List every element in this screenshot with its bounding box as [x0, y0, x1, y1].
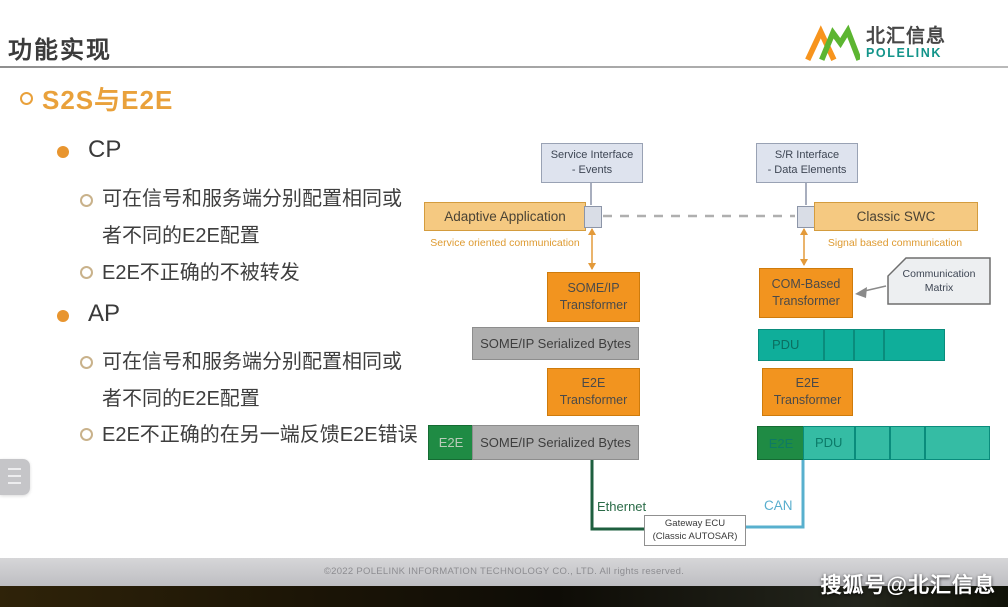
someip-serialized-bar: SOME/IP Serialized Bytes	[472, 327, 639, 360]
bullet-ap-label: AP	[88, 300, 121, 327]
classic-swc-box: Classic SWC	[814, 202, 978, 231]
bullet-item: E2E不正确的在另一端反馈E2E错误	[102, 424, 418, 446]
sub-bullet-icon	[80, 194, 93, 207]
com-transformer-box: COM-Based Transformer	[759, 268, 853, 318]
mountain-logo-icon	[805, 24, 860, 62]
pdu-bar: PDU	[758, 329, 945, 361]
bullet-item: E2E不正确的不被转发	[102, 262, 300, 284]
sr-interface-box: S/R Interface - Data Elements	[756, 143, 858, 183]
pdu-bar: PDU	[803, 426, 990, 460]
player-list-tab[interactable]	[0, 459, 30, 495]
pdu-label: PDU	[815, 435, 843, 450]
gateway-ecu-box: Gateway ECU (Classic AUTOSAR)	[644, 515, 746, 546]
service-interface-box: Service Interface - Events	[541, 143, 643, 183]
copyright-text: ©2022 POLELINK INFORMATION TECHNOLOGY CO…	[323, 566, 685, 577]
bullet-item: 可在信号和服务端分别配置相同或 者不同的E2E配置	[102, 188, 402, 247]
communication-matrix-label: Communication Matrix	[902, 268, 976, 295]
header-divider	[0, 66, 1008, 68]
pdu-label: PDU	[772, 337, 800, 352]
signal-based-label: Signal based communication	[827, 237, 963, 249]
sub-bullet-icon	[80, 266, 93, 279]
page-title: 功能实现	[8, 37, 112, 64]
bullet-icon	[57, 310, 69, 322]
logo-text-cn: 北汇信息	[866, 26, 947, 48]
footer-bar: ©2022 POLELINK INFORMATION TECHNOLOGY CO…	[0, 558, 1008, 586]
company-logo: 北汇信息 POLELINK	[804, 24, 946, 64]
sohu-watermark: 搜狐号@北汇信息	[820, 574, 996, 597]
bullet-cp-label: CP	[88, 136, 122, 163]
bullet-item: 可在信号和服务端分别配置相同或 者不同的E2E配置	[102, 351, 402, 410]
ethernet-line	[590, 459, 644, 531]
e2e-transformer-box: E2E Transformer	[547, 368, 640, 416]
bottom-dark-band	[0, 586, 1008, 607]
logo-text-en: POLELINK	[866, 46, 942, 61]
list-line-icon	[8, 475, 21, 477]
bullet-icon	[57, 146, 69, 158]
sub-bullet-icon	[80, 356, 93, 369]
port-icon	[584, 206, 602, 228]
e2e-tag: E2E	[428, 425, 474, 460]
someip-serialized-bar: SOME/IP Serialized Bytes	[472, 425, 639, 460]
section-heading: S2S与E2E	[42, 85, 174, 115]
list-line-icon	[8, 468, 21, 470]
service-oriented-label: Service oriented communication	[430, 237, 580, 249]
port-icon	[797, 206, 815, 228]
someip-transformer-box: SOME/IP Transformer	[547, 272, 640, 322]
ethernet-label: Ethernet	[597, 499, 647, 514]
sub-bullet-icon	[80, 428, 93, 441]
can-line	[744, 459, 805, 529]
heading-bullet-icon	[20, 92, 33, 105]
adaptive-application-box: Adaptive Application	[424, 202, 586, 231]
e2e-transformer-box: E2E Transformer	[762, 368, 853, 416]
can-label: CAN	[764, 498, 793, 513]
e2e-tag: E2E	[757, 426, 805, 460]
list-line-icon	[8, 482, 21, 484]
